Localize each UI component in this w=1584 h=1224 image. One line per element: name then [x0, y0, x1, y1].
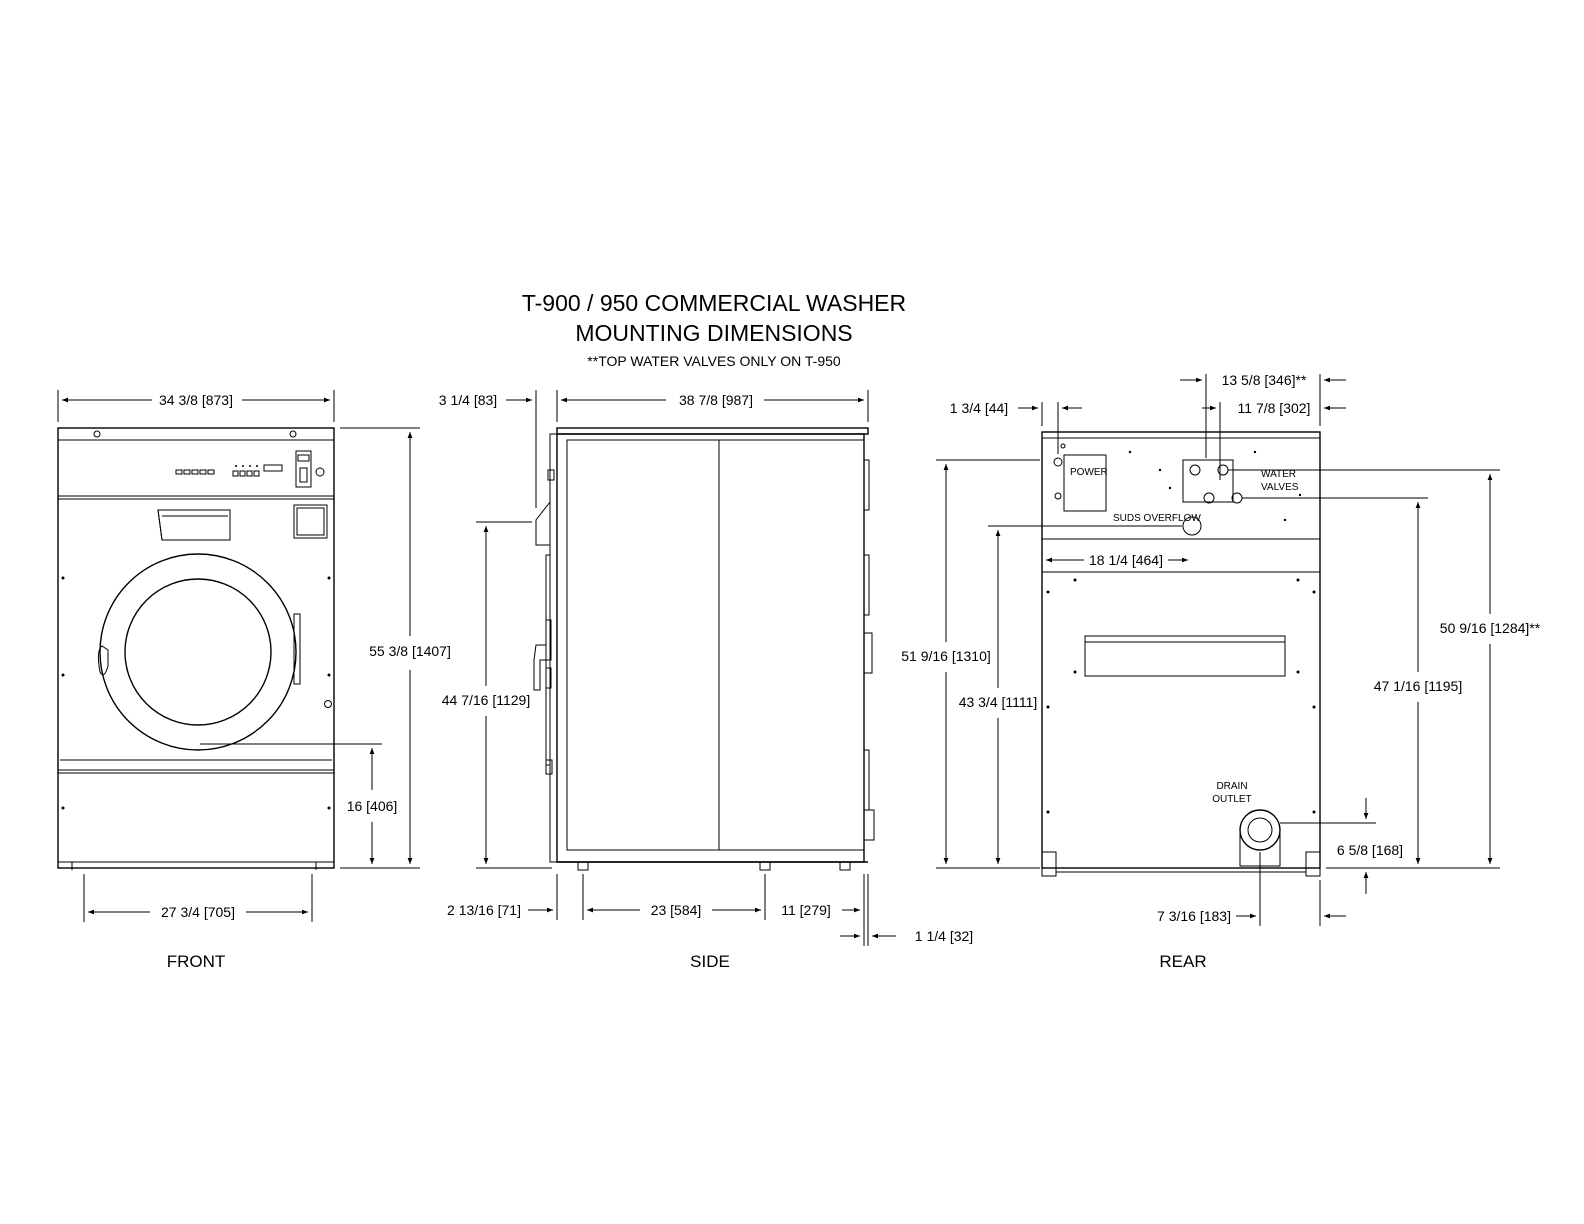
door-glass	[124, 578, 272, 726]
display-window	[263, 464, 283, 472]
power-box	[1063, 454, 1107, 512]
dim-rear-height: 51 9/16 [1310]	[901, 648, 991, 664]
drain-outlet-icon	[1247, 817, 1273, 843]
dim-side-offset: 1 3/4 [44]	[950, 400, 1008, 416]
side-top-lid	[556, 427, 869, 435]
dim-valve-height: 47 1/16 [1195]	[1374, 678, 1462, 694]
detergent-dispenser	[157, 509, 231, 541]
page-subtitle: MOUNTING DIMENSIONS	[575, 320, 852, 346]
dim-protrusion: 3 1/4 [83]	[439, 392, 497, 408]
dim-drain-height: 6 5/8 [168]	[1337, 842, 1403, 858]
service-window	[293, 504, 328, 539]
dim-valve-offset: 11 7/8 [302]	[1238, 400, 1311, 416]
rear-access-panel	[1084, 635, 1286, 677]
front-body-outline	[57, 427, 335, 869]
drain-outlet-ring	[1239, 809, 1281, 851]
dim-drain-offset: 7 3/16 [183]	[1157, 908, 1231, 924]
side-body-outline	[556, 433, 865, 863]
control-panel	[175, 450, 325, 488]
dim-rear-edge: 1 1/4 [32]	[915, 928, 973, 944]
drain-label: DRAIN	[1216, 781, 1247, 792]
side-door-handle	[533, 644, 547, 691]
water-valve-plate	[1182, 459, 1234, 503]
door-handle	[97, 645, 109, 676]
model-note: **TOP WATER VALVES ONLY ON T-950	[587, 353, 841, 369]
dim-front-width: 34 3/8 [873]	[159, 392, 233, 408]
dim-valve-top-height: 50 9/16 [1284]**	[1440, 620, 1541, 636]
dim-door-height: 16 [406]	[347, 798, 398, 814]
dim-base-width: 27 3/4 [705]	[161, 904, 235, 920]
dim-front-height: 55 3/8 [1407]	[369, 643, 451, 659]
dim-depth: 38 7/8 [987]	[679, 392, 753, 408]
dim-suds-offset: 18 1/4 [464]	[1089, 552, 1163, 568]
page-title: T-900 / 950 COMMERCIAL WASHER	[522, 290, 906, 316]
dim-rear-offset: 11 [279]	[781, 902, 831, 918]
side-dispenser	[535, 500, 551, 546]
door-hinge	[293, 613, 301, 685]
dim-front-offset: 2 13/16 [71]	[447, 902, 521, 918]
dim-handle-height: 44 7/16 [1129]	[442, 692, 530, 708]
outlet-label: OUTLET	[1212, 794, 1251, 805]
front-view-label: FRONT	[167, 952, 226, 971]
power-inlet-icon	[1053, 457, 1063, 467]
valves-label: VALVES	[1261, 482, 1299, 493]
side-panel-rear	[718, 439, 865, 851]
screw-icon	[289, 430, 297, 438]
power-label: POWER	[1070, 467, 1108, 478]
coin-slot	[295, 450, 312, 488]
water-label: WATER	[1261, 469, 1296, 480]
rear-body-outline	[1041, 431, 1321, 869]
rear-view-label: REAR	[1159, 952, 1206, 971]
side-view: 3 1/4 [83] 38 7/8 [987] 44 7/16 [1129] 2…	[439, 390, 973, 971]
door-ring	[99, 553, 297, 751]
water-valve-icon	[1203, 492, 1215, 504]
front-view: 34 3/8 [873] 55 3/8 [1407] 16 [406] 27 3…	[57, 390, 451, 971]
side-panel-front	[566, 439, 720, 851]
rear-view: POWER WATER VALVES SUDS OVERFLOW DRAIN O…	[901, 372, 1541, 971]
screw-icon	[93, 430, 101, 438]
water-valve-icon	[1189, 464, 1201, 476]
side-view-label: SIDE	[690, 952, 730, 971]
dim-foot-spacing: 23 [584]	[651, 902, 702, 918]
dim-valve-span: 13 5/8 [346]**	[1222, 372, 1307, 388]
suds-overflow-port	[1182, 516, 1202, 536]
suds-label: SUDS OVERFLOW	[1113, 513, 1201, 524]
dim-suds-height: 43 3/4 [1111]	[959, 694, 1038, 710]
